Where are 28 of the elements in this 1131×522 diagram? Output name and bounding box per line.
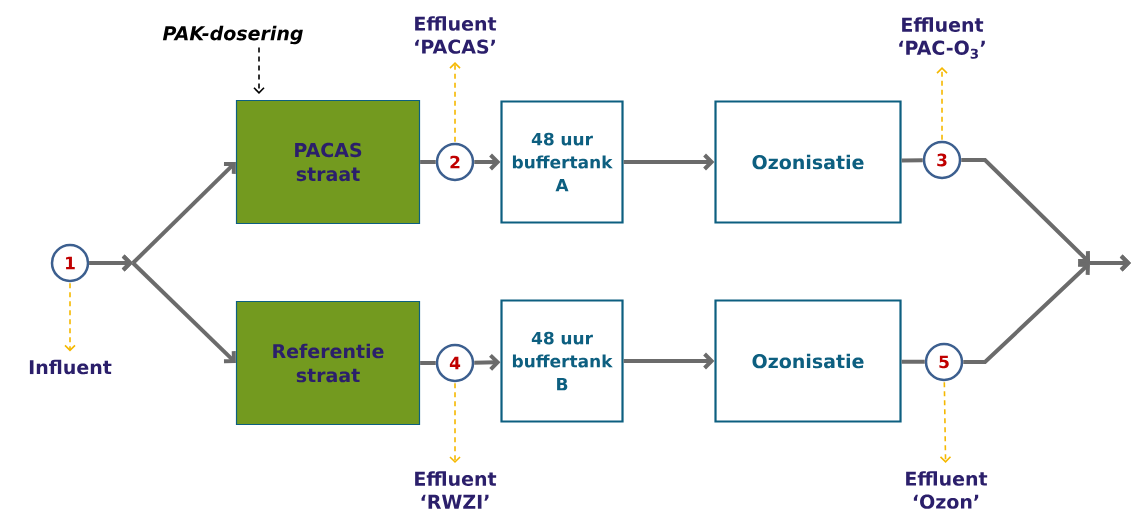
flow-arrow <box>623 153 715 171</box>
input-label: PAK-dosering <box>162 25 303 45</box>
flow-arrow <box>963 254 1131 364</box>
flow-line <box>901 158 923 163</box>
flow-arrow <box>623 352 715 370</box>
flow-line <box>420 160 436 164</box>
sample-label: Effluent ‘PACAS’ <box>415 16 497 54</box>
process-box: 48 uur buffertank A <box>500 100 624 224</box>
flow-line <box>420 361 436 365</box>
process-box: PACAS straat <box>235 99 421 225</box>
flow-arrow <box>89 254 236 364</box>
dashed-arrow <box>253 46 265 94</box>
dashed-arrow <box>449 382 461 464</box>
dashed-arrow <box>449 62 461 143</box>
sample-label: Effluent ‘RWZI’ <box>415 471 497 509</box>
flow-arrow <box>474 353 501 371</box>
process-box: Ozonisatie <box>714 100 902 224</box>
process-box: 48 uur buffertank B <box>500 299 624 423</box>
sample-label: Effluent ‘PAC-O$_{3}$’ <box>899 17 985 59</box>
sample-label: Influent <box>29 359 112 375</box>
dashed-arrow <box>64 282 76 352</box>
sample-label: Effluent ‘Ozon’ <box>906 471 988 509</box>
dashed-arrow <box>939 381 952 463</box>
dashed-arrow <box>936 66 948 141</box>
flow-arrow <box>474 153 501 171</box>
process-box: Referentie straat <box>235 300 421 426</box>
process-box: Ozonisatie <box>714 299 902 423</box>
flow-line <box>901 359 925 364</box>
